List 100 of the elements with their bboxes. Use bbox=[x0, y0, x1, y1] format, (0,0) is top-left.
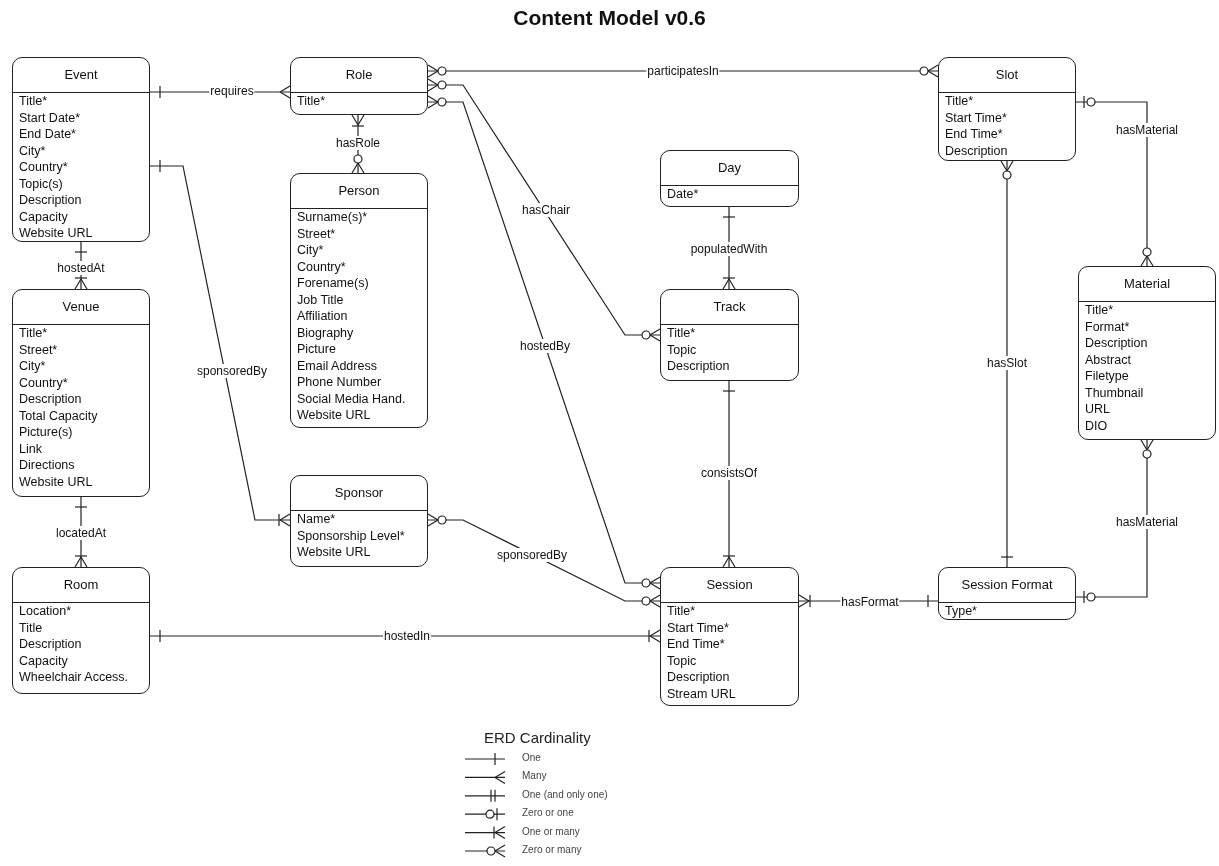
attribute-text: Wheelchair Access. bbox=[19, 669, 129, 686]
attribute-text: End Date* bbox=[19, 126, 76, 143]
attribute-text: Picture bbox=[297, 341, 336, 358]
entity-box bbox=[660, 567, 799, 706]
entity-name: Room bbox=[13, 568, 149, 603]
entity-box bbox=[938, 57, 1076, 161]
entity-box bbox=[12, 567, 150, 694]
edge-label: hasChair bbox=[521, 203, 571, 217]
attribute-text: Start Date* bbox=[19, 109, 81, 126]
attribute-text: Title* bbox=[945, 93, 973, 110]
entity-name: Person bbox=[291, 174, 427, 209]
edge-label: hostedIn bbox=[383, 629, 431, 643]
attribute-text: URL bbox=[1085, 401, 1110, 418]
attribute-text: Website URL bbox=[297, 544, 371, 561]
legend-title: ERD Cardinality bbox=[484, 729, 591, 746]
attribute-text: Description bbox=[1085, 335, 1148, 352]
edge-label: participatesIn bbox=[646, 64, 720, 78]
attribute-text: End Time* bbox=[667, 636, 725, 653]
attribute-text: Forename(s) bbox=[297, 275, 369, 292]
edge-label: requires bbox=[209, 84, 255, 98]
attribute-text: Stream URL bbox=[667, 685, 736, 702]
attribute-text: Street* bbox=[297, 225, 336, 242]
legend-text: One bbox=[522, 752, 541, 764]
attribute-text: Title* bbox=[667, 603, 695, 620]
entity-name: Session Format bbox=[939, 568, 1075, 603]
attribute-text: Type* bbox=[945, 603, 977, 619]
attribute-text: Description bbox=[945, 142, 1008, 159]
attribute-text: Website URL bbox=[19, 473, 93, 490]
attribute-text: Date* bbox=[667, 186, 699, 203]
attribute-text: Total Capacity bbox=[19, 407, 98, 424]
entity-name: Session bbox=[661, 568, 798, 603]
attribute-text: City* bbox=[19, 142, 46, 159]
attribute-text: Title* bbox=[19, 325, 47, 342]
attribute-text: Title bbox=[19, 619, 43, 636]
edge-label: hostedBy bbox=[519, 339, 571, 353]
attribute-text: Title* bbox=[297, 93, 325, 110]
attribute-text: Topic bbox=[667, 341, 697, 358]
attribute-text: Abstract bbox=[1085, 351, 1131, 368]
entity-name: Day bbox=[661, 151, 798, 186]
relationship-line bbox=[149, 159, 291, 527]
attribute-text: Phone Number bbox=[297, 374, 382, 391]
attribute-text: DIO bbox=[1085, 417, 1108, 434]
attribute-text: Filetype bbox=[1085, 368, 1129, 385]
attribute-text: Country* bbox=[19, 374, 68, 391]
edge-label: hostedAt bbox=[56, 261, 106, 275]
relationship-line bbox=[722, 380, 736, 568]
edge-label: hasMaterial bbox=[1115, 515, 1179, 529]
attribute-text: Picture(s) bbox=[19, 424, 73, 441]
entity-name: Sponsor bbox=[291, 476, 427, 511]
relationship-line bbox=[1075, 95, 1154, 267]
attribute-text: Description bbox=[19, 192, 82, 209]
entity-name: Venue bbox=[13, 290, 149, 325]
legend-text: Many bbox=[522, 770, 547, 783]
attribute-text: Location* bbox=[19, 603, 72, 620]
attribute-text: Social Media Hand. bbox=[297, 390, 406, 407]
edge-label: hasSlot bbox=[986, 356, 1028, 370]
attribute-text: Format* bbox=[1085, 318, 1130, 335]
attribute-text: Website URL bbox=[19, 225, 93, 241]
attribute-text: Description bbox=[19, 636, 82, 653]
legend-text: One (and only one) bbox=[522, 788, 608, 801]
edge-label: populatedWith bbox=[689, 242, 769, 256]
attribute-text: City* bbox=[297, 242, 324, 259]
entity-box bbox=[938, 567, 1076, 620]
attribute-text: Website URL bbox=[297, 407, 371, 424]
attribute-text: Country* bbox=[19, 159, 68, 176]
attribute-text: Start Time* bbox=[945, 109, 1007, 126]
relationship-line bbox=[427, 95, 661, 590]
attribute-text: Thumbnail bbox=[1085, 384, 1144, 401]
attribute-text: Topic(s) bbox=[19, 175, 63, 192]
attribute-text: Link bbox=[19, 440, 42, 457]
attribute-text: Start Time* bbox=[667, 619, 729, 636]
legend-text: Zero or many bbox=[522, 844, 582, 856]
attribute-text: Description bbox=[667, 669, 730, 686]
attribute-text: Country* bbox=[297, 258, 346, 275]
attribute-text: Directions bbox=[19, 457, 75, 474]
entity-box bbox=[290, 173, 428, 428]
edge-label: hasFormat bbox=[840, 595, 900, 609]
legend-text: Zero or one bbox=[522, 807, 574, 820]
entity-box bbox=[660, 150, 799, 207]
attribute-text: Name* bbox=[297, 511, 336, 528]
attribute-text: Title* bbox=[19, 93, 47, 110]
entity-name: Slot bbox=[939, 58, 1075, 93]
entity-box bbox=[12, 57, 150, 242]
attribute-text: End Time* bbox=[945, 126, 1003, 143]
entity-box bbox=[1078, 266, 1216, 440]
attribute-text: Job Title bbox=[297, 291, 344, 308]
attribute-text: Topic bbox=[667, 652, 697, 669]
edge-label: sponsoredBy bbox=[496, 548, 568, 562]
attribute-text: Title* bbox=[1085, 302, 1113, 319]
attribute-text: Affiliation bbox=[297, 308, 348, 325]
attribute-text: Title* bbox=[667, 325, 695, 342]
entity-name: Event bbox=[13, 58, 149, 93]
edge-label: hasRole bbox=[335, 136, 381, 150]
attribute-text: Description bbox=[667, 358, 730, 375]
attribute-text: Description bbox=[19, 391, 82, 408]
attribute-text: Biography bbox=[297, 324, 354, 341]
relationship-line bbox=[1075, 439, 1154, 604]
attribute-text: Surname(s)* bbox=[297, 209, 368, 226]
entity-name: Material bbox=[1079, 267, 1215, 302]
entity-name: Role bbox=[291, 58, 427, 93]
